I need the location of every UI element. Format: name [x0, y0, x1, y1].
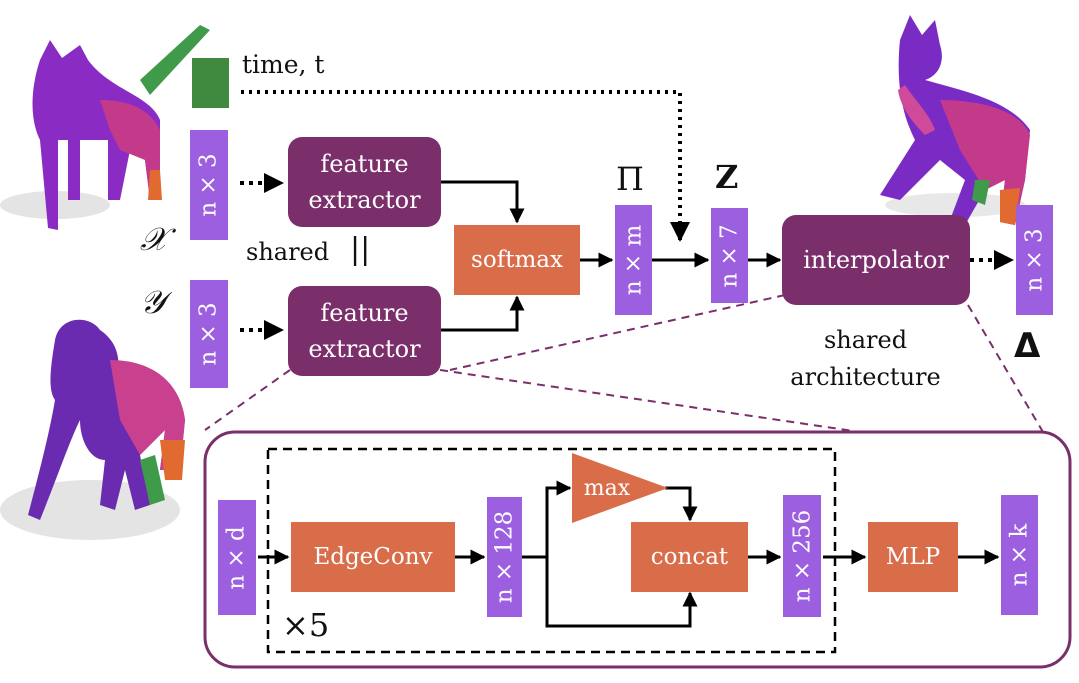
- zoom-line-interp-left: [449, 294, 786, 371]
- edgeconv-block: EdgeConv: [291, 522, 455, 592]
- gorilla-mesh-icon: [0, 319, 185, 540]
- detail-output-dim: n × k: [1006, 523, 1033, 587]
- split-to-max-arrow: [522, 480, 572, 559]
- dim256-tensor: n × 256: [783, 495, 821, 617]
- pi-tensor: n × m: [615, 205, 652, 315]
- max-to-concat-arrow: [665, 486, 698, 522]
- zoom-line-left: [204, 369, 291, 431]
- z-tensor: n × 7: [711, 208, 748, 303]
- repeat-box: [266, 447, 837, 654]
- feature-extractor-top: feature extractor: [288, 137, 441, 227]
- time-block: [192, 58, 229, 108]
- detail-panel: [203, 430, 1072, 669]
- split-to-concat-arrow: [545, 557, 698, 628]
- delta-symbol: Δ: [1014, 326, 1041, 366]
- max-block: [572, 453, 668, 523]
- dim256-label: n × 256: [789, 509, 816, 603]
- cat-mesh-icon: [0, 25, 210, 230]
- feature-extractor-bottom: feature extractor: [288, 286, 441, 376]
- time-label: time, t: [242, 50, 325, 79]
- mlp-block: MLP: [868, 522, 958, 592]
- z-symbol: Z: [715, 158, 739, 196]
- y-symbol: 𝒴: [140, 283, 166, 321]
- cat-deformed-mesh-icon: [880, 15, 1030, 225]
- x-symbol: 𝒳: [140, 220, 168, 258]
- extractor-bottom-to-softmax: [440, 295, 525, 332]
- z-dim: n × 7: [716, 223, 743, 288]
- repeat-label: ×5: [282, 606, 330, 644]
- y-input-dim: n × 3: [196, 302, 222, 366]
- concat-block: concat: [631, 522, 748, 592]
- output-dim: n × 3: [1021, 228, 1048, 292]
- zoom-line-interp-right: [967, 304, 1044, 433]
- shared-architecture-label: shared architecture: [790, 326, 941, 391]
- x-input-tensor: n × 3: [190, 130, 228, 240]
- shared-symbol: ||: [350, 232, 371, 267]
- y-input-tensor: n × 3: [190, 280, 228, 388]
- pi-symbol: Π: [616, 160, 644, 198]
- output-tensor: n × 3: [1016, 205, 1053, 315]
- dim128-tensor: n × 128: [487, 497, 522, 617]
- time-connector: [241, 90, 690, 242]
- shared-label: shared: [246, 238, 330, 266]
- zoom-line-mid: [439, 369, 861, 433]
- detail-output-tensor: n × k: [1001, 495, 1038, 615]
- x-input-dim: n × 3: [196, 153, 222, 217]
- detail-input-tensor: n × d: [218, 500, 256, 615]
- dim128-label: n × 128: [491, 510, 518, 604]
- detail-input-dim: n × d: [224, 525, 250, 590]
- extractor-top-to-softmax: [440, 180, 525, 224]
- max-label: max: [584, 476, 631, 501]
- pi-dim: n × m: [620, 224, 647, 296]
- softmax-block: softmax: [454, 225, 580, 295]
- interpolator-block: interpolator: [782, 215, 970, 305]
